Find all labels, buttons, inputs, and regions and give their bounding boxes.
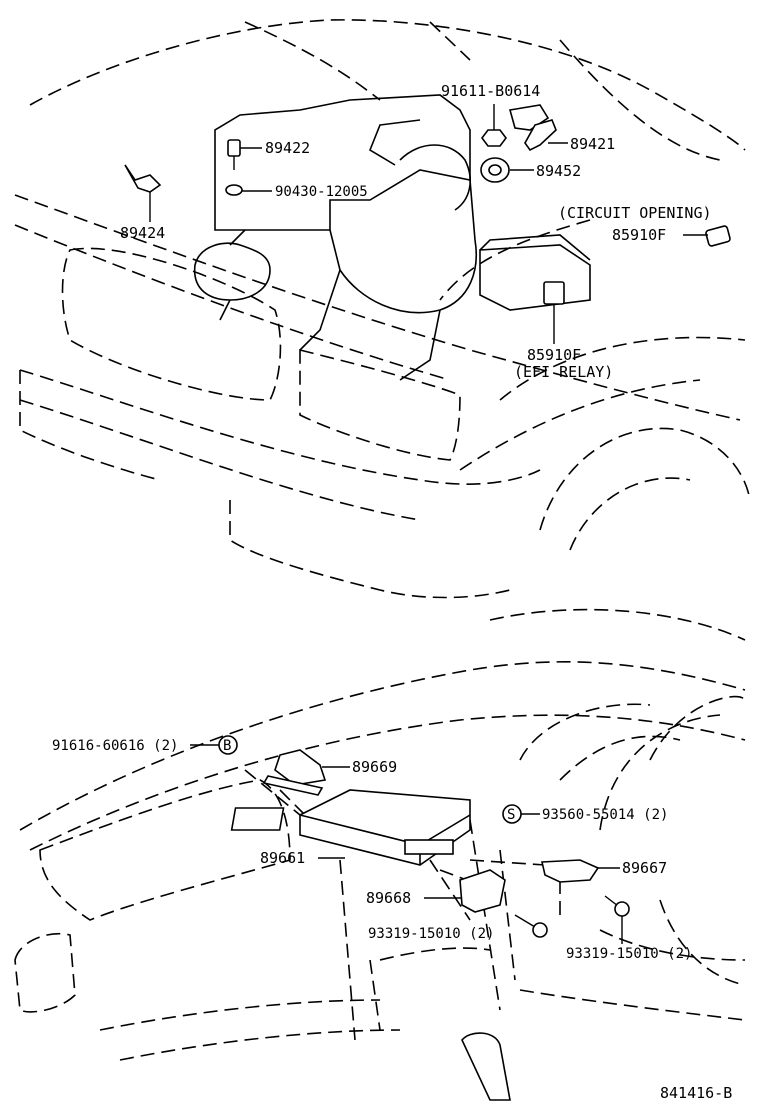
svg-text:B: B: [223, 738, 231, 754]
ecu-89661[interactable]: [230, 789, 471, 866]
callout-90430: 90430-12005: [275, 184, 368, 200]
gasket-90430[interactable]: [225, 184, 243, 196]
bracket-89668[interactable]: [459, 869, 506, 913]
sensor-89421[interactable]: [508, 104, 557, 152]
ref-marker-s: S: [502, 804, 522, 824]
glove-box: [39, 779, 291, 921]
callout-85910f-efi: 85910F: [527, 346, 581, 364]
callout-89667: 89667: [622, 859, 667, 877]
floor-duct: [461, 1032, 511, 1101]
callout-89661: 89661: [260, 849, 305, 867]
nut-91611[interactable]: [481, 129, 507, 147]
callout-85910f-circuit: 85910F: [612, 226, 666, 244]
svg-text:S: S: [507, 807, 515, 823]
hood-outline: [29, 19, 746, 151]
callout-89421: 89421: [570, 135, 615, 153]
center-console: [339, 819, 516, 1041]
callout-89424: 89424: [120, 224, 165, 242]
relay-box: [479, 244, 591, 311]
diagram-number: 841416-B: [660, 1084, 732, 1102]
bracket-89667[interactable]: [541, 859, 600, 883]
callout-89669: 89669: [352, 758, 397, 776]
circuit-opening-label: (CIRCUIT OPENING): [558, 204, 712, 222]
callout-91611: 91611-B0614: [441, 82, 540, 100]
callout-89422: 89422: [265, 139, 310, 157]
fan: [193, 242, 271, 301]
dashboard-top: [19, 661, 746, 831]
steering-wheel: [599, 695, 746, 986]
ref-marker-b: B: [218, 735, 238, 755]
efi-relay-label: (EFI RELAY): [514, 363, 613, 381]
relay-85910f-circuit[interactable]: [705, 225, 731, 247]
bracket-89669[interactable]: [262, 749, 327, 796]
sensor-89422[interactable]: [227, 139, 241, 170]
sensor-89452[interactable]: [480, 157, 510, 183]
callout-93560: 93560-55014 (2): [542, 807, 668, 823]
wheel-arch: [539, 427, 751, 531]
engine-bay-view: [14, 19, 751, 599]
callout-89668: 89668: [366, 889, 411, 907]
bumper: [19, 369, 541, 599]
screw-93319-left[interactable]: [514, 914, 548, 938]
relay-85910f-efi[interactable]: [543, 281, 565, 305]
dashboard-view: B S: [14, 608, 746, 1101]
front-body-outline: [14, 194, 741, 421]
callout-93319-left: 93319-15010 (2): [368, 926, 494, 942]
grille: [61, 247, 282, 401]
sensor-89424[interactable]: [124, 164, 162, 193]
callout-89452: 89452: [536, 162, 581, 180]
callout-93319-right: 93319-15010 (2): [566, 946, 692, 962]
screw-93319-right[interactable]: [604, 895, 630, 917]
engine-block: [214, 94, 471, 231]
callout-91616: 91616-60616 (2): [52, 738, 178, 754]
